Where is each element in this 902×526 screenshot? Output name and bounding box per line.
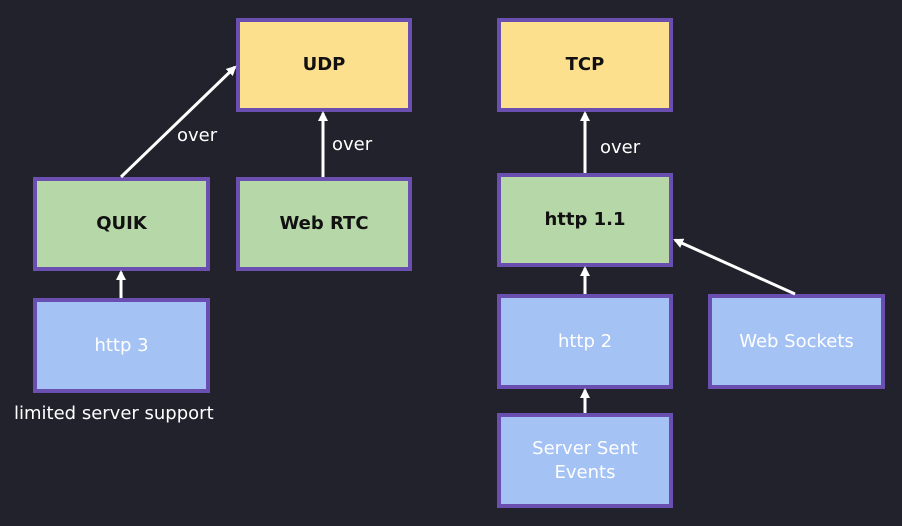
server-sent-events-label-line1: Server Sent bbox=[532, 437, 638, 459]
quik-label: QUIK bbox=[96, 213, 147, 234]
tcp-label: TCP bbox=[565, 54, 605, 75]
server-sent-events-node: Server Sent Events bbox=[497, 413, 673, 508]
http2-node: http 2 bbox=[497, 294, 673, 389]
arrow-quik-to-udp bbox=[119, 65, 237, 179]
server-sent-events-label-line2: Events bbox=[554, 461, 616, 483]
webrtc-udp-over-label: over bbox=[332, 134, 373, 155]
arrow-websockets-to-http11 bbox=[673, 238, 796, 296]
quik-udp-over-label: over bbox=[177, 125, 218, 146]
http11-label: http 1.1 bbox=[544, 209, 626, 230]
web-rtc-node: Web RTC bbox=[236, 177, 412, 271]
web-rtc-label: Web RTC bbox=[279, 213, 369, 234]
quik-node: QUIK bbox=[33, 177, 210, 271]
web-sockets-node: Web Sockets bbox=[708, 294, 885, 389]
http3-node: http 3 bbox=[33, 298, 210, 393]
tcp-node: TCP bbox=[497, 18, 673, 112]
udp-label: UDP bbox=[302, 54, 346, 75]
udp-node: UDP bbox=[236, 18, 412, 112]
http3-support-note: limited server support bbox=[14, 403, 214, 424]
http3-label: http 3 bbox=[94, 334, 149, 356]
web-sockets-label: Web Sockets bbox=[739, 330, 854, 352]
http2-label: http 2 bbox=[557, 330, 613, 352]
http11-tcp-over-label: over bbox=[600, 137, 641, 158]
http11-node: http 1.1 bbox=[497, 173, 673, 267]
